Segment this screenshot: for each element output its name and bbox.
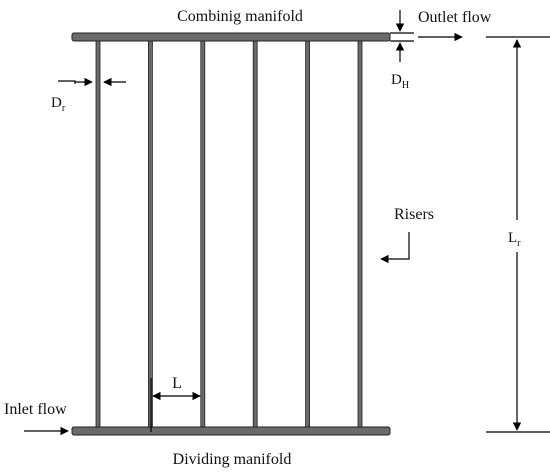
riser-tube — [95, 40, 101, 428]
risers-label: Risers — [394, 206, 434, 223]
l-spacing-label: L — [172, 375, 182, 392]
riser-tube — [357, 40, 363, 428]
outlet-flow-label: Outlet flow — [418, 9, 492, 26]
inlet-flow-label: Inlet flow — [4, 401, 67, 418]
combining-manifold-label: Combinig manifold — [177, 8, 303, 25]
combining-manifold — [71, 32, 391, 42]
dr-label: Dr — [51, 95, 66, 114]
dh-label: DH — [391, 72, 409, 91]
riser-tube — [200, 40, 206, 428]
lr-label: Lr — [508, 230, 521, 249]
risers-pointer-arrow — [380, 232, 410, 264]
dividing-manifold-label: Dividing manifold — [173, 451, 292, 468]
riser-tube — [147, 40, 153, 428]
riser-tube — [305, 40, 311, 428]
risers-group — [95, 40, 363, 428]
riser-tube — [252, 40, 258, 428]
dr-leader — [58, 80, 76, 84]
dividing-manifold — [71, 426, 391, 436]
